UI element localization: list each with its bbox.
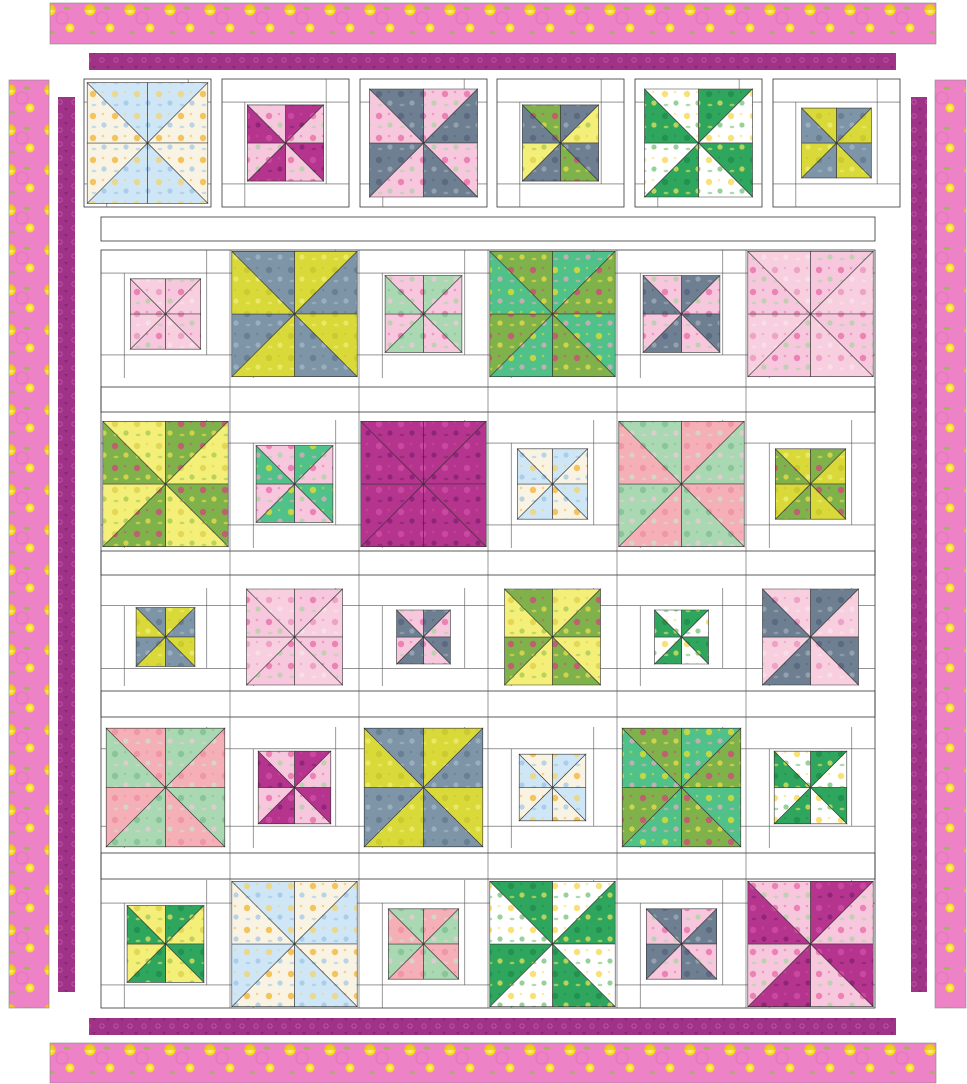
pinwheel-block [84,79,211,207]
pinwheel-block [488,880,617,1008]
left-magenta-strip [58,97,75,992]
pinwheel-block [488,250,617,378]
pinwheel-block [359,727,488,848]
top-pink-border [50,3,936,44]
pinwheel-block [230,727,359,848]
bottom-magenta-strip [89,1018,896,1035]
pinwheel-block [617,588,746,686]
pinwheel-block [617,880,746,1008]
pinwheel-block [773,79,900,207]
pinwheel-block [360,79,487,207]
right-pink-border [935,80,966,1008]
right-magenta-strip [911,97,927,992]
pinwheel-block [488,588,617,686]
pinwheel-block [617,727,746,848]
pinwheel-block [617,420,746,548]
pinwheel-block [635,79,762,207]
pinwheel-block [746,880,875,1008]
pinwheel-block [101,588,230,686]
pinwheel-block [230,588,359,686]
pinwheel-block [617,250,746,378]
pinwheel-block [230,420,359,548]
pinwheel-block [497,79,624,207]
pinwheel-block [359,880,488,1008]
pinwheel-block [746,727,875,848]
pinwheel-block [101,880,230,1008]
pinwheel-block [359,588,488,686]
pinwheel-block [222,79,349,207]
pinwheel-block [359,420,488,548]
bottom-pink-border [50,1043,936,1083]
top-magenta-strip [89,53,896,70]
pinwheel-block [488,420,617,548]
pinwheel-block [746,420,875,548]
pinwheel-block [746,588,875,686]
sashing-strip [101,217,875,241]
pinwheel-block [746,250,875,378]
pinwheel-block [230,250,359,378]
left-pink-border [9,80,49,1008]
pinwheel-block [101,250,230,378]
pinwheel-block [359,250,488,378]
pinwheel-block [488,727,617,848]
pinwheel-block [230,880,359,1008]
pinwheel-block [101,420,230,548]
pinwheel-block [101,727,230,848]
